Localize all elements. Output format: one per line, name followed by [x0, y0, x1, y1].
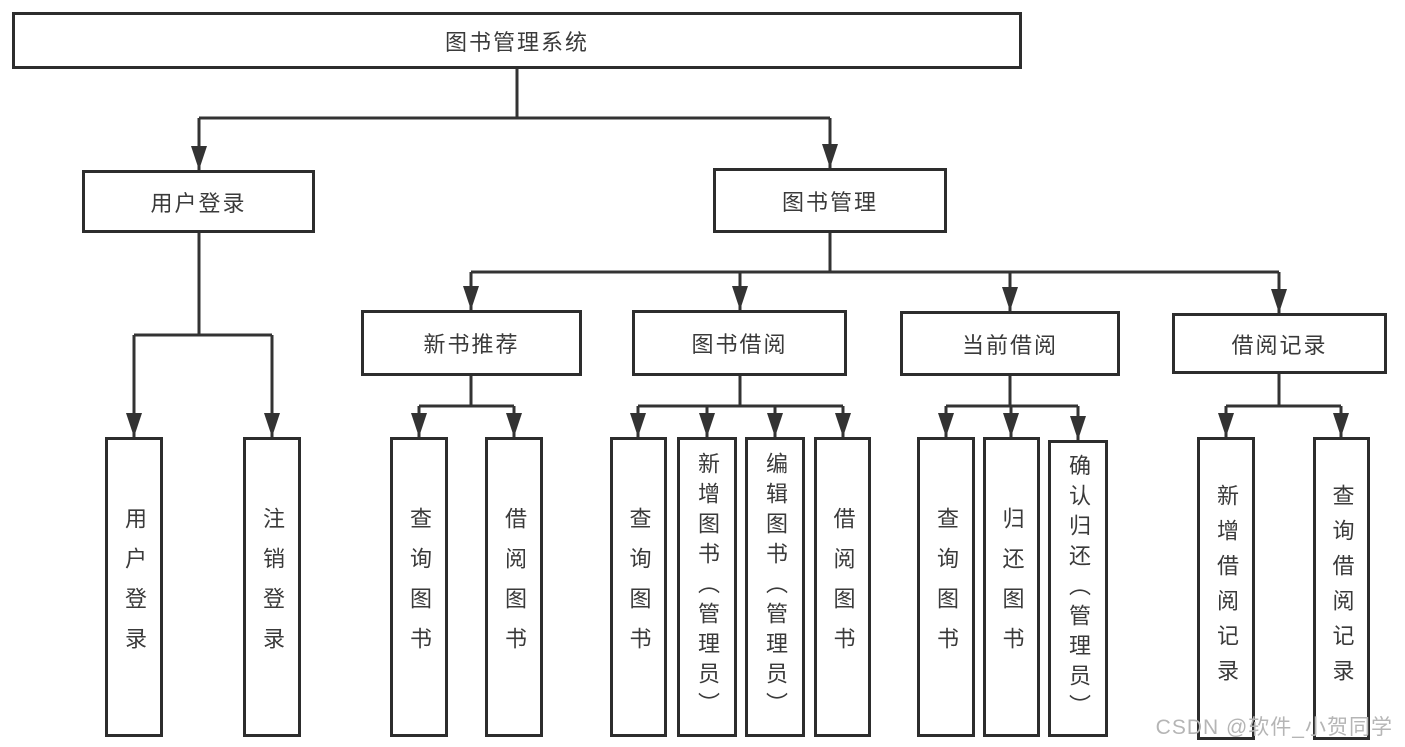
leaf-bb-edit-books-admin: 编辑图书（管理员）	[745, 437, 805, 737]
connector-root-to-level2	[191, 68, 838, 170]
leaf-br-query-record: 查询借阅记录	[1313, 437, 1370, 740]
connector-current-borrow-to-leaves	[938, 376, 1086, 440]
node-user-login: 用户登录	[82, 170, 315, 233]
connector-borrow-records-to-leaves	[1218, 374, 1349, 437]
node-root-system: 图书管理系统	[12, 12, 1022, 69]
csdn-watermark: CSDN @软件_小贺同学	[1155, 716, 1393, 739]
leaf-br-add-record: 新增借阅记录	[1197, 437, 1255, 740]
leaf-cb-query-books: 查询图书	[917, 437, 975, 737]
leaf-logout: 注销登录	[243, 437, 301, 737]
node-borrowing-records: 借阅记录	[1172, 313, 1387, 374]
leaf-bb-query-books: 查询图书	[610, 437, 667, 737]
leaf-bb-add-books-admin: 新增图书（管理员）	[677, 437, 737, 737]
leaf-nb-query-books: 查询图书	[390, 437, 448, 737]
connector-book-borrow-to-leaves	[630, 376, 851, 437]
node-current-borrowing: 当前借阅	[900, 311, 1120, 376]
node-book-management: 图书管理	[713, 168, 947, 233]
connector-new-books-to-leaves	[411, 376, 522, 437]
leaf-cb-return-books: 归还图书	[983, 437, 1040, 737]
leaf-bb-borrow-books: 借阅图书	[814, 437, 871, 737]
node-new-book-recommend: 新书推荐	[361, 310, 582, 376]
connector-book-mgmt-to-level3	[463, 233, 1287, 313]
leaf-user-login: 用户登录	[105, 437, 163, 737]
leaf-nb-borrow-books: 借阅图书	[485, 437, 543, 737]
leaf-cb-confirm-return-admin: 确认归还（管理员）	[1048, 440, 1108, 737]
connector-user-login-to-leaves	[126, 233, 280, 437]
node-book-borrowing: 图书借阅	[632, 310, 847, 376]
